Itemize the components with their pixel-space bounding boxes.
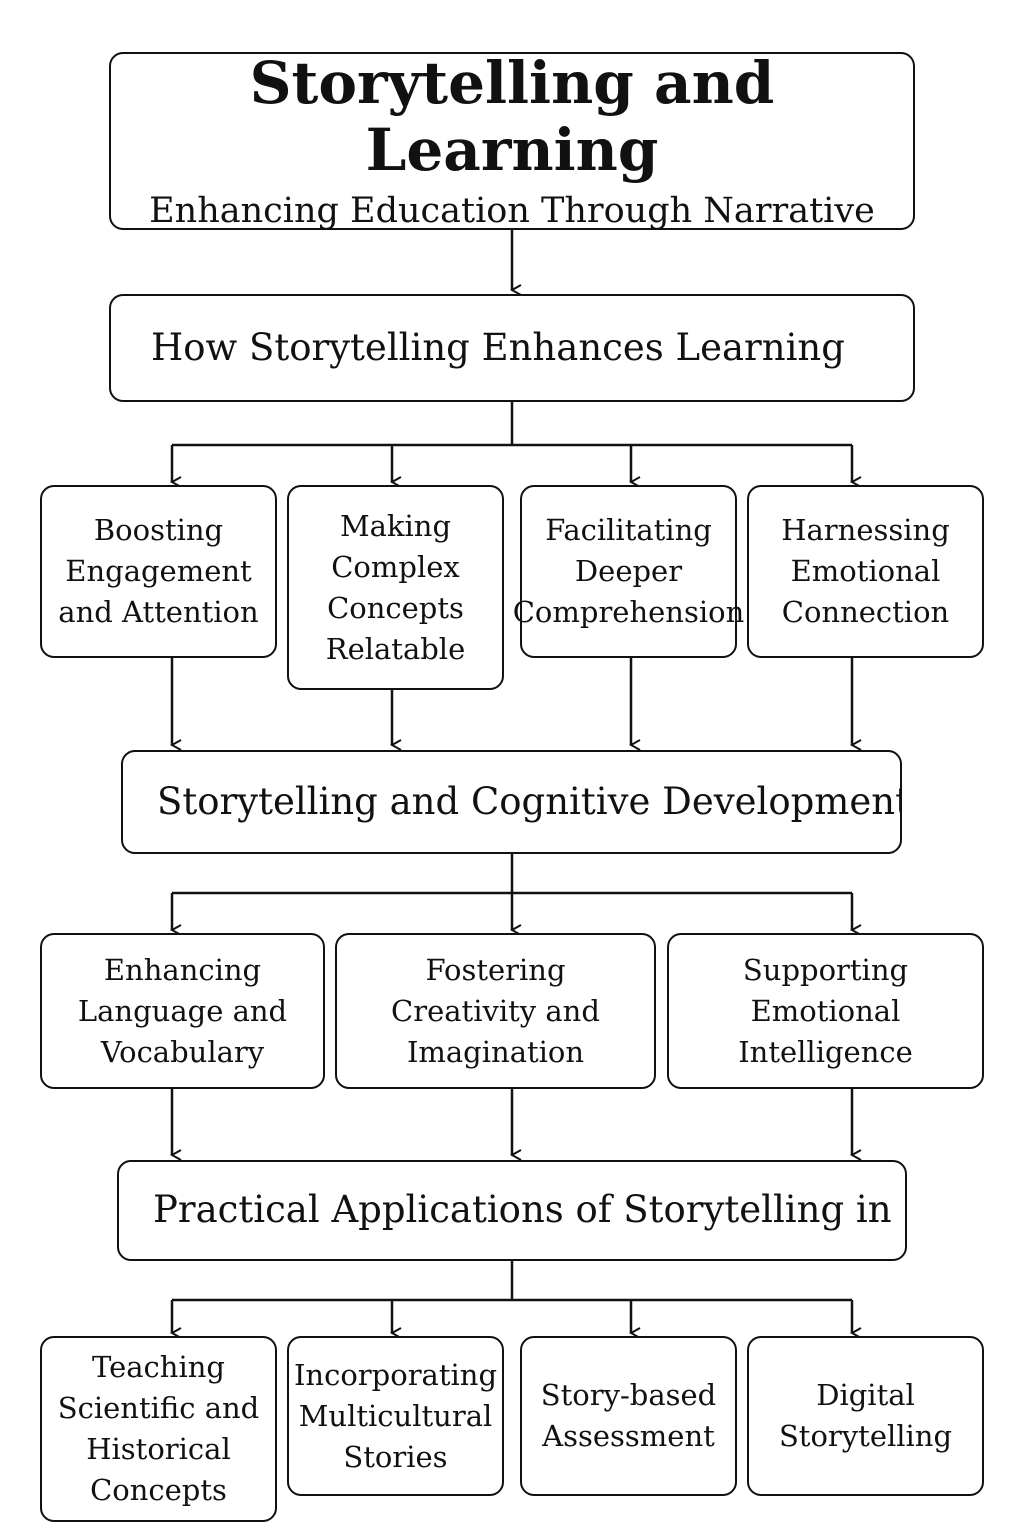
- node-language-vocabulary: Enhancing Language and Vocabulary: [40, 933, 325, 1089]
- section-heading-1: How Storytelling Enhances Learning: [109, 294, 915, 402]
- node-digital-storytelling: Digital Storytelling: [747, 1336, 984, 1496]
- node-line: Facilitating: [545, 513, 712, 547]
- node-creativity-imagination: Fostering Creativity and Imagination: [335, 933, 656, 1089]
- node-line: Scientific and: [57, 1391, 260, 1425]
- node-line: Concepts: [90, 1473, 227, 1507]
- node-multicultural-stories: Incorporating Multicultural Stories: [287, 1336, 504, 1496]
- node-line: Concepts: [327, 590, 464, 625]
- node-line: Engagement: [65, 554, 252, 588]
- node-line: Creativity and: [391, 993, 600, 1028]
- node-line: Complex: [331, 549, 460, 584]
- node-line: and Attention: [58, 595, 259, 629]
- node-complex-concepts: Making Complex Concepts Relatable: [287, 485, 504, 690]
- node-line: Fostering: [425, 952, 566, 987]
- section-heading-2: Storytelling and Cognitive Development: [121, 750, 902, 854]
- node-line: Incorporating: [293, 1357, 498, 1392]
- node-line: Digital: [816, 1378, 915, 1412]
- diagram-title: Storytelling and Learning: [249, 49, 775, 184]
- node-line: Historical: [86, 1432, 231, 1466]
- node-line: Imagination: [406, 1034, 585, 1069]
- section-heading-1-text: How Storytelling Enhances Learning: [151, 325, 845, 369]
- section-heading-3: Practical Applications of Storytelling i…: [117, 1160, 907, 1261]
- node-line: Supporting: [742, 952, 909, 987]
- section-heading-3-text: Practical Applications of Storytelling i…: [153, 1188, 907, 1232]
- node-boosting-engagement: Boosting Engagement and Attention: [40, 485, 277, 658]
- node-line: Language and: [77, 993, 288, 1028]
- node-line: Emotional: [750, 993, 901, 1028]
- node-line: Storytelling: [778, 1419, 953, 1453]
- node-line: Harnessing: [781, 513, 950, 547]
- node-emotional-intelligence: Supporting Emotional Intelligence: [667, 933, 984, 1089]
- node-line: Assessment: [542, 1419, 715, 1453]
- section-heading-2-text: Storytelling and Cognitive Development: [157, 779, 902, 823]
- node-line: Connection: [781, 595, 950, 629]
- node-scientific-historical: Teaching Scientific and Historical Conce…: [40, 1336, 277, 1522]
- node-line: Emotional: [790, 554, 941, 588]
- node-line: Intelligence: [738, 1034, 913, 1069]
- node-line: Relatable: [325, 631, 466, 666]
- node-line: Story-based: [540, 1378, 717, 1412]
- node-emotional-connection: Harnessing Emotional Connection: [747, 485, 984, 658]
- diagram-subtitle: Enhancing Education Through Narrative: [149, 190, 875, 231]
- node-deeper-comprehension: Facilitating Deeper Comprehension: [513, 485, 744, 658]
- node-line: Teaching: [92, 1350, 225, 1384]
- node-line: Multicultural: [298, 1398, 493, 1433]
- node-line: Making: [339, 508, 452, 543]
- node-line: Comprehension: [512, 595, 745, 629]
- node-line: Deeper: [574, 554, 683, 588]
- node-line: Enhancing: [103, 952, 262, 987]
- node-story-based-assessment: Story-based Assessment: [520, 1336, 737, 1496]
- title-box: Storytelling and Learning Enhancing Educ…: [109, 49, 915, 231]
- node-line: Vocabulary: [100, 1034, 265, 1069]
- node-line: Boosting: [93, 513, 224, 547]
- node-line: Stories: [343, 1439, 448, 1474]
